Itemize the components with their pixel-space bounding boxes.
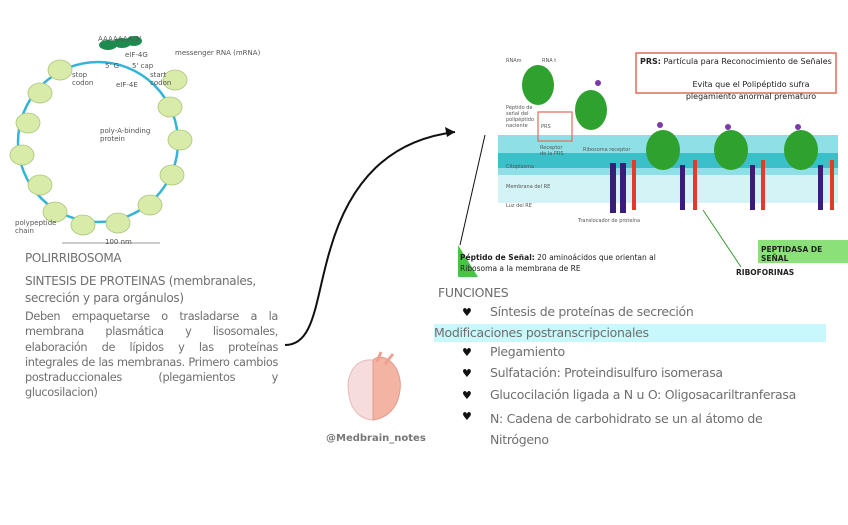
highlight-band [434,324,826,342]
prs-box-definition: Partícula para Reconocimiento de Señales [663,57,832,66]
signal-peptide-title: Péptido de Señal: [460,253,535,262]
heart-bullet-icon: ♥ [462,306,472,319]
eif4g-label: eIF-4G [125,51,148,59]
heart-bullet-icon: ♥ [462,346,472,359]
heart-bullet-icon: ♥ [462,389,472,402]
cytoplasm-label: Citoplasma [506,164,535,170]
start-codon-label: start codon [150,71,172,87]
three-prime-label: AAAAAAA 3' [98,35,142,43]
modification-item: Plegamiento [490,344,565,359]
signal-peptide-text: 20 aminoácidos que orientan al Ribosoma … [460,253,656,273]
five-prime-label: 5' G [105,62,120,70]
prs-box-title: PRS: [640,57,661,66]
signal-peptide-note: Péptido de Señal: 20 aminoácidos que ori… [460,252,680,274]
poly-a-label: poly-A-binding protein [100,127,151,143]
prs-note: Evita que el Polipéptido sufra plegamien… [685,80,817,101]
prs-box-text: PRS: Partícula para Reconocimiento de Se… [640,56,835,67]
functions-title: FUNCIONES [438,285,509,300]
heart-bullet-icon: ♥ [462,367,472,380]
rnam-label: RNAm [506,58,522,64]
scale-label: 100 nm [105,238,132,246]
function-item: Síntesis de proteínas de secreción [490,304,694,319]
peptide-label: Péptido de señal del polipéptido nacient… [506,105,535,129]
modifications-heading: Modificaciones postranscripcionales [434,325,649,340]
polyribosome-diagram [9,36,193,244]
polypeptide-label: polypeptide chain [15,219,57,235]
membrane-label: Membrana del RE [506,184,551,190]
heart-bullet-icon: ♥ [462,410,472,423]
riboforinas-label: RIBOFORINAS [736,268,795,277]
prs-figure: PRS: Partícula para Reconocimiento de Se… [458,45,848,277]
medbrain-handle: @Medbrain_notes [326,433,426,444]
prs-receptor-label: Receptor de la PRS [540,145,564,157]
prs-label: PRS [541,124,551,130]
peptidase-label: PEPTIDASA DE SEÑAL [761,245,823,263]
stop-codon-label: stop codon [72,71,94,87]
ribosome-receptor-label: Ribosoma receptor [583,147,631,153]
connector-arrow [284,127,456,346]
cap-label: 5' cap [132,62,154,70]
rnat-label: RNA t [542,58,557,64]
polyribosome-figure: messenger RNA (mRNA) AAAAAAA 3' eIF-4G 5… [0,35,300,250]
polyribosome-title: POLIRRIBOSOMA [25,251,122,265]
polyribosome-paragraph: Deben empaquetarse o trasladarse a la me… [25,310,278,400]
protein-synthesis-subtitle: SINTESIS DE PROTEINAS (membranales, secr… [25,274,256,305]
modification-item: N: Cadena de carbohidrato se un al átomo… [490,411,763,447]
eif4e-label: eIF-4E [116,81,138,89]
lumen-label: Luz del RE [506,203,532,209]
mrna-label: messenger RNA (mRNA) [175,49,261,57]
modification-item: Glucocilación ligada a N u O: Oligosacar… [490,387,796,402]
er-translocation-diagram [458,52,848,277]
translocator-label: Translocador de proteína [578,218,641,224]
modification-item: Sulfatación: Proteindisulfuro isomerasa [490,365,723,380]
brain-heart-logo-icon [347,351,401,421]
